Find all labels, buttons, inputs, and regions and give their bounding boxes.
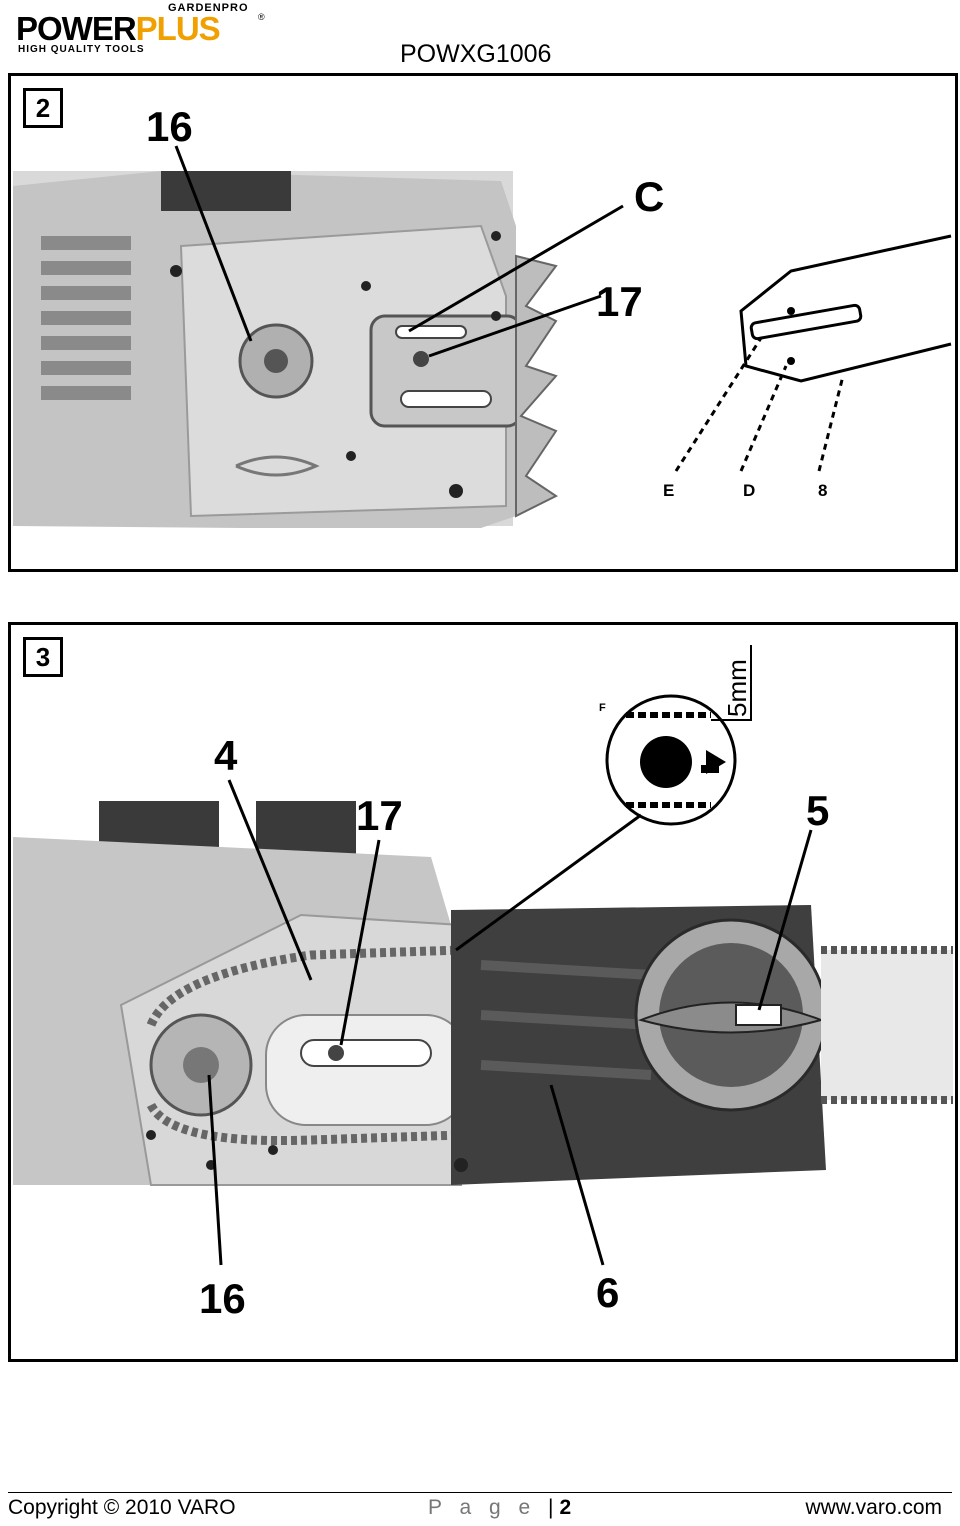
callout-16: 16 xyxy=(146,103,193,150)
page-word: P a g e xyxy=(428,1496,537,1519)
tension-pin xyxy=(328,1045,344,1061)
model-number: POWXG1006 xyxy=(400,40,552,68)
figure-2-panel: 16 C 17 E D 8 2 xyxy=(8,73,958,572)
page-indicator: P a g e |2 xyxy=(428,1496,571,1520)
figure-3-panel: 5mm F 4 17 5 16 6 3 xyxy=(8,622,958,1362)
callout-8: 8 xyxy=(818,481,827,500)
sprocket-hub xyxy=(264,349,288,373)
page-separator: | xyxy=(548,1496,554,1519)
website-link[interactable]: www.varo.com xyxy=(805,1496,942,1519)
figure-number: 3 xyxy=(23,637,63,677)
bar-plate xyxy=(265,1014,467,1126)
cover-ribs xyxy=(480,960,652,1080)
bar-slot xyxy=(300,1039,432,1067)
callout-5: 5 xyxy=(806,787,829,834)
logo-tagline: HIGH QUALITY TOOLS xyxy=(18,44,145,55)
saw-teeth xyxy=(515,254,558,518)
figure-3-illustration: 5mm F 4 17 5 16 6 xyxy=(13,645,953,1322)
inset-pin xyxy=(640,736,692,788)
bar-chain xyxy=(821,946,953,1104)
callout-6: 6 xyxy=(596,1269,619,1316)
figure-number: 2 xyxy=(23,88,63,128)
logo-power: POWER xyxy=(16,10,137,47)
figure-2-illustration: 16 C 17 E D 8 xyxy=(13,103,952,528)
brand-logo: GARDENPRO POWERPLUS ® HIGH QUALITY TOOLS xyxy=(16,2,276,55)
leader-lines xyxy=(207,779,813,1266)
rotation-arrow xyxy=(235,455,320,477)
sprocket-hub xyxy=(183,1047,219,1083)
logo-wordmark: POWERPLUS xyxy=(16,10,221,47)
callout-16: 16 xyxy=(199,1275,246,1322)
callout-17: 17 xyxy=(596,278,643,325)
measure-bracket xyxy=(711,645,752,721)
bar-slot xyxy=(395,325,467,339)
saw-chain xyxy=(146,945,462,1146)
page-number: 2 xyxy=(559,1496,572,1519)
guide-bar xyxy=(821,950,953,1100)
knob-window xyxy=(735,1004,782,1026)
air-vents xyxy=(41,236,131,400)
inset-f-label: F xyxy=(599,702,606,714)
callout-e: E xyxy=(663,481,674,500)
footer-divider xyxy=(8,1492,952,1493)
copyright-text: Copyright © 2010 VARO xyxy=(8,1496,236,1519)
callout-c: C xyxy=(634,173,664,220)
guide-slot xyxy=(400,390,492,408)
callout-d: D xyxy=(743,481,755,500)
inset-measure-label: 5mm xyxy=(722,659,752,717)
guide-bar-slot xyxy=(749,303,863,341)
tension-pin xyxy=(413,351,429,367)
logo-plus: PLUS xyxy=(135,10,221,47)
inset-chain xyxy=(626,712,711,808)
callout-4: 4 xyxy=(214,732,238,779)
logo-registered-mark: ® xyxy=(258,12,265,22)
callout-17: 17 xyxy=(356,792,403,839)
logo-subtitle: GARDENPRO xyxy=(168,2,249,14)
handle-dark xyxy=(161,171,291,211)
leader-lines xyxy=(174,145,845,472)
